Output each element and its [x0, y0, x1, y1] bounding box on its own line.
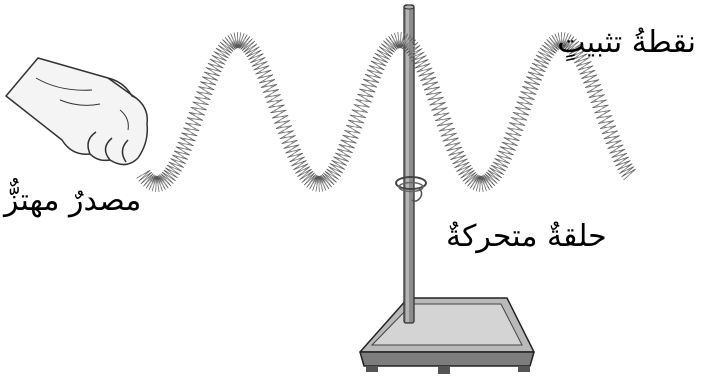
stand-rod	[403, 4, 415, 324]
fixed-point-label: نقطةُ تثبيتٍ	[557, 25, 696, 60]
hand-glove	[5, 57, 149, 166]
vibration-source-label: مصدرٌ مهتزٌّ	[4, 183, 142, 218]
moving-ring	[395, 176, 427, 202]
spring-coil-inner	[139, 36, 633, 188]
stand-base	[359, 297, 535, 374]
spring-wave	[136, 31, 636, 193]
moving-ring-label: حلقةٌ متحركةٌ	[446, 219, 607, 254]
